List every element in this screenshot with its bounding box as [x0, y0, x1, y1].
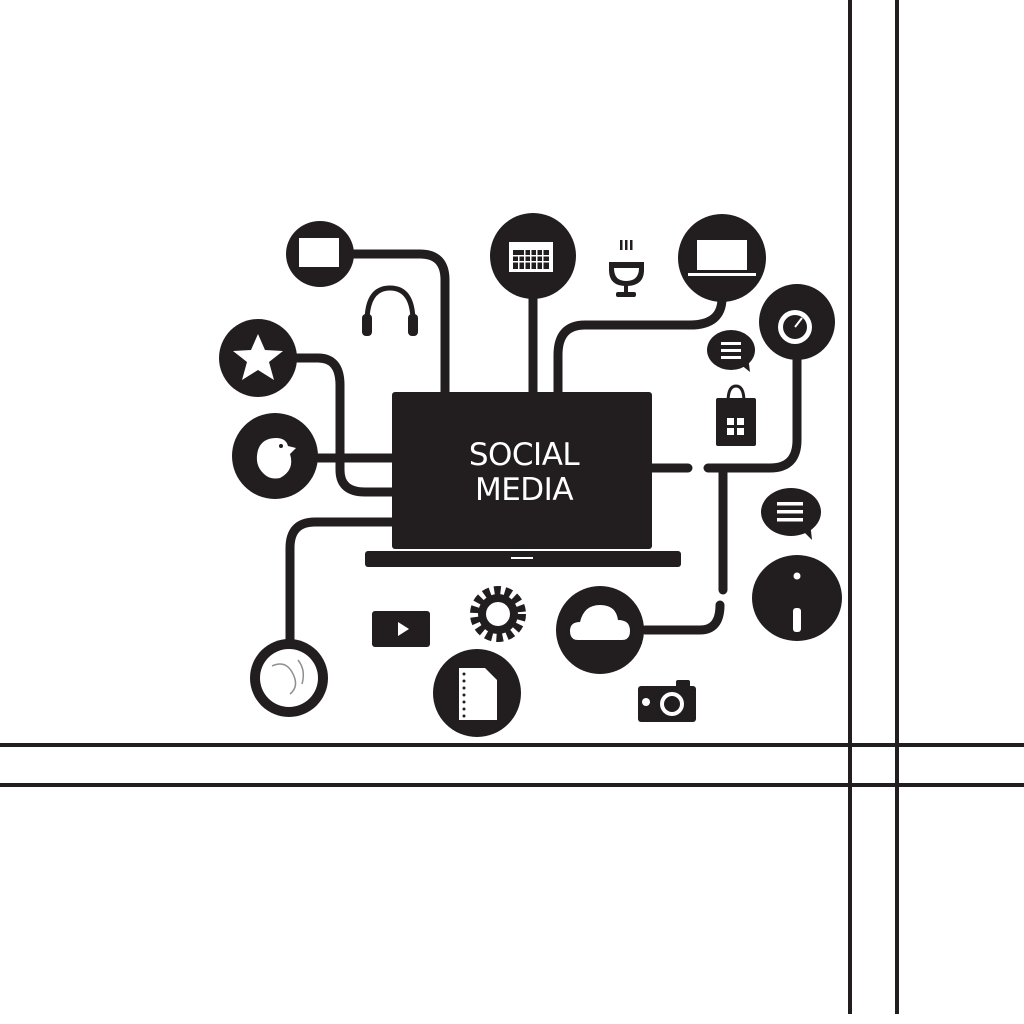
laptop: SOCIAL MEDIA — [365, 392, 681, 567]
frame-line-horizontal-top — [0, 743, 1024, 747]
headphones-icon — [362, 285, 418, 336]
frame-line-horizontal-bottom — [0, 783, 1024, 787]
connector-lines — [285, 249, 802, 647]
calendar-icon — [490, 213, 576, 299]
cup-icon — [609, 240, 644, 297]
video-play-icon — [372, 611, 430, 647]
notebook-icon — [433, 649, 521, 737]
cloud-icon — [556, 586, 644, 674]
screen-text-line1: SOCIAL — [469, 437, 581, 473]
laptop-icon — [678, 214, 766, 302]
frame-line-vertical-right — [895, 0, 899, 1014]
screen-text-line2: MEDIA — [475, 472, 573, 508]
frame-line-vertical-left — [848, 0, 852, 1014]
info-icon — [752, 555, 842, 641]
chat-icon — [707, 330, 755, 372]
clock-icon — [759, 284, 835, 360]
star-icon — [219, 319, 297, 397]
monitor-icon — [286, 221, 354, 287]
shopping-bag-icon — [716, 384, 756, 446]
bird-icon — [232, 413, 318, 499]
laptop-screen — [392, 392, 652, 549]
camera-icon — [638, 680, 696, 722]
globe-icon — [250, 639, 328, 717]
gear-icon — [470, 586, 526, 642]
chat-icon — [761, 488, 821, 540]
